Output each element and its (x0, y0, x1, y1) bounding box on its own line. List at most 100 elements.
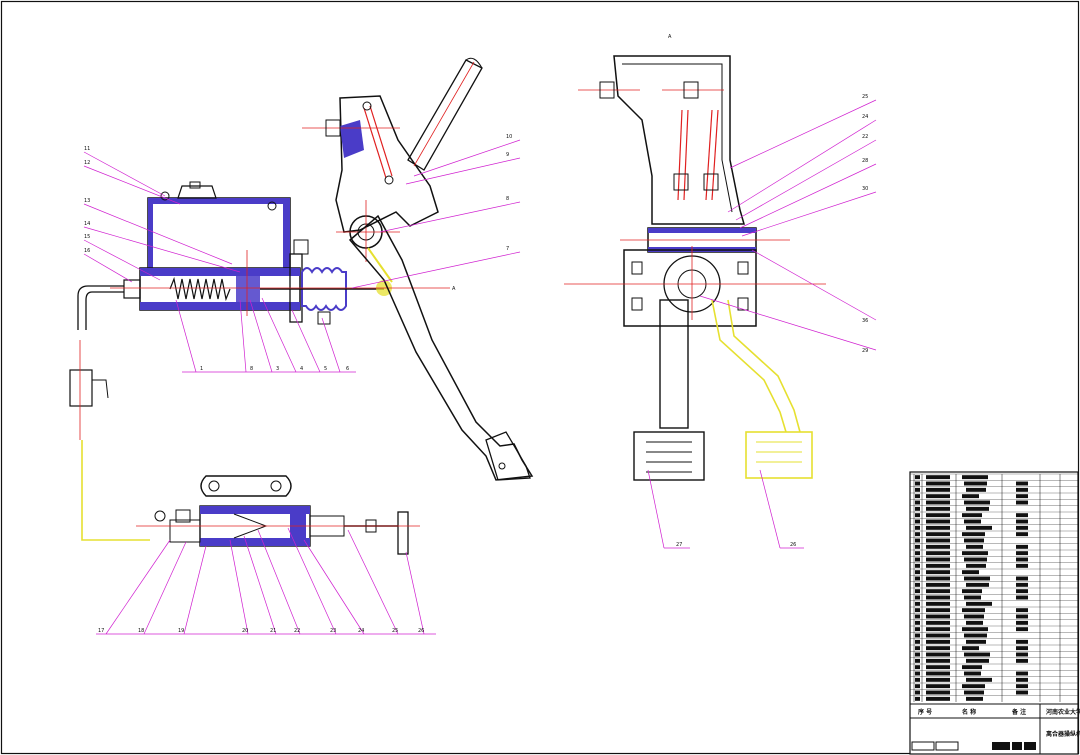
leader-1 (175, 299, 197, 373)
parts-list-cell-text (962, 551, 988, 556)
spring-arm-centerline (413, 61, 475, 167)
callout-20: 20 (242, 628, 248, 634)
callout-1: 1 (200, 366, 203, 372)
parts-list-cell-text (915, 646, 920, 651)
parts-list-cell-text (1016, 582, 1028, 587)
parts-list-cell-text (915, 633, 920, 638)
leader-19 (183, 545, 207, 635)
flange-bolt-bottom (317, 311, 331, 325)
master-leaders (83, 139, 521, 373)
bolt-left (160, 191, 170, 201)
callout-14: 14 (84, 221, 90, 227)
parts-list-cell-text (926, 665, 950, 670)
leader-14 (83, 226, 241, 273)
parts-list-cell-text (926, 475, 950, 480)
parts-list-cell-text (915, 576, 920, 581)
parts-list-cell-text (1016, 544, 1028, 549)
callout-24-slave: 24 (358, 628, 364, 634)
side-callout-labels: 25 24 22 28 30 36 29 27 26 (676, 94, 868, 548)
parts-list-cell-text (915, 475, 920, 480)
parts-list-cell-text (964, 690, 984, 695)
parts-list-cell-text (915, 538, 920, 543)
flange-bolt-top (293, 239, 309, 255)
leader-36 (751, 249, 877, 321)
parts-list-cell-text (915, 481, 920, 486)
side-pedal-arm-yellow (711, 299, 801, 433)
parts-list-cell-text (1016, 487, 1028, 492)
leader-6 (321, 317, 341, 373)
parts-list-cell-text (962, 475, 988, 480)
leader-30 (741, 191, 877, 237)
callout-13: 13 (84, 198, 90, 204)
parts-list-cell-text (926, 652, 950, 657)
hydraulic-line-yellow (81, 440, 150, 541)
parts-list-cell-text (926, 608, 950, 613)
callout-11: 11 (84, 146, 90, 152)
parts-list-cell-text (962, 570, 979, 575)
parts-list-cell-text (1016, 614, 1028, 619)
callout-8: 8 (506, 196, 509, 202)
filler-cap (177, 185, 217, 199)
parts-list-cell-text (915, 500, 920, 505)
parts-list-cell-text (926, 595, 950, 600)
parts-list-cell-text (1016, 677, 1028, 682)
parts-list-cell-text (915, 506, 920, 511)
header-name: 名 称 (962, 708, 976, 716)
parts-list-cell-text (915, 595, 920, 600)
pedal-yellow-arc (367, 247, 393, 283)
parts-list-cell-text (926, 646, 950, 651)
parts-list-cell-text (915, 513, 920, 518)
callout-26-slave: 26 (418, 628, 424, 634)
leader-26s (405, 551, 425, 635)
parts-list-rows (910, 473, 1078, 702)
parts-list-cell-text (964, 671, 981, 676)
parts-list-cell-text (962, 513, 982, 518)
callout-10: 10 (506, 134, 512, 140)
leader-5 (291, 309, 321, 373)
outlet-fitting (123, 279, 141, 299)
parts-list-cell-text (915, 532, 920, 537)
parts-list-cell-text (964, 595, 981, 600)
side-link-clamp-r (703, 173, 719, 191)
parts-list-cell-text (915, 582, 920, 587)
callout-21: 21 (270, 628, 276, 634)
master-cylinder-assembly: A (77, 181, 456, 330)
drawing-title: 离合器操纵机构 (1046, 730, 1080, 738)
parts-list-cell-text (1016, 563, 1028, 568)
leader-21 (243, 535, 277, 635)
callout-4: 4 (300, 366, 303, 372)
parts-list-cell-text (1016, 557, 1028, 562)
slave-wall-bottom (200, 538, 310, 546)
parts-list-cell-text (1016, 481, 1028, 486)
side-shaft-hatch-top (648, 228, 756, 233)
brake-pipe (77, 285, 124, 330)
parts-list-cell-text (915, 684, 920, 689)
parts-list-cell-text (915, 671, 920, 676)
leader-8b (239, 299, 247, 373)
parts-list-cell-text (926, 481, 950, 486)
bracket-nut (325, 119, 341, 137)
parts-list-cell-text (966, 506, 989, 511)
side-pedal-pad-black (633, 431, 705, 481)
parts-list-cell-text (926, 513, 950, 518)
callout-3: 3 (276, 366, 279, 372)
side-view-a: A (564, 34, 826, 481)
parts-list-cell-text (966, 620, 983, 625)
pedal-bracket (302, 57, 534, 481)
cylinder-wall-bottom (140, 302, 300, 310)
parts-list-cell-text (926, 684, 950, 689)
parts-list-cell-text (926, 633, 950, 638)
leader-13 (83, 203, 233, 265)
leader-23 (287, 527, 337, 635)
bracket-outline (335, 95, 439, 233)
slave-bracket-hole-l (208, 480, 220, 492)
leader-26 (759, 469, 781, 549)
parts-list-cell-text (964, 576, 990, 581)
parts-list-cell-text (915, 696, 920, 701)
parts-list-cell-text (926, 696, 950, 701)
parts-list-cell-text (964, 557, 987, 562)
slave-callout-labels: 17 18 19 20 21 22 23 24 25 26 (98, 628, 424, 634)
parts-list-cell-text (915, 627, 920, 632)
leader-10 (413, 139, 521, 177)
